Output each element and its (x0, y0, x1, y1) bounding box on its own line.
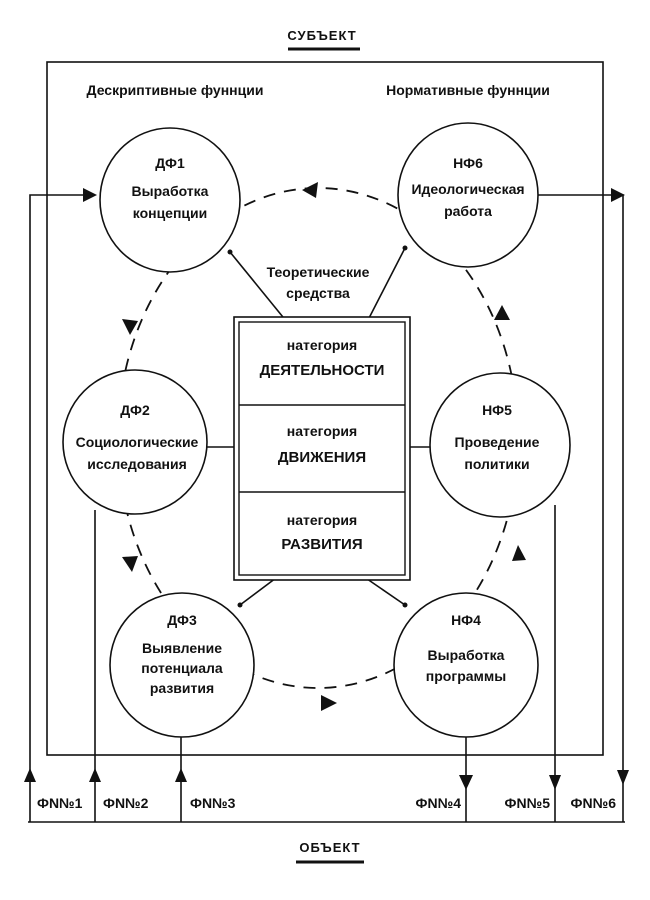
category-2-name: ДВИЖЕНИЯ (278, 449, 366, 466)
node-df2: ДФ2 Социологические исследования (62, 369, 208, 515)
cycle-arrow-left-lower (122, 556, 138, 572)
subject-label: СУБЪЕКТ (287, 28, 356, 43)
svg-text:развития: развития (150, 680, 214, 696)
descriptive-header: Дескриптивные фуннции (87, 82, 264, 98)
node-nf5: НФ5 Проведение политики (429, 372, 571, 518)
category-1-label: натегория (287, 337, 357, 353)
svg-text:ДФ1: ДФ1 (155, 155, 185, 171)
subject-frame (46, 61, 604, 756)
svg-text:потенциала: потенциала (141, 660, 223, 676)
flow-6-label: ФN№6 (571, 795, 617, 811)
flow-4-label: ФN№4 (416, 795, 462, 811)
svg-text:ДФ3: ДФ3 (167, 612, 197, 628)
connector-nf6 (366, 247, 406, 323)
category-1-name: ДЕЯТЕЛЬНОСТИ (260, 362, 385, 379)
flow-5-label: ФN№5 (505, 795, 551, 811)
svg-text:ДФ2: ДФ2 (120, 402, 150, 418)
svg-text:работа: работа (444, 203, 492, 219)
node-df3: ДФ3 Выявление потенциала развития (109, 592, 255, 738)
cycle-arrow-left-upper (122, 319, 138, 335)
theoretical-means-label-1: Теоретические (267, 264, 370, 280)
flow-6-line (535, 194, 624, 822)
svg-text:НФ6: НФ6 (453, 155, 483, 171)
categories-box (233, 316, 411, 581)
node-nf4: НФ4 Выработка программы (393, 592, 539, 738)
svg-text:Выявление: Выявление (142, 640, 222, 656)
svg-text:Выработка: Выработка (428, 647, 505, 663)
svg-text:программы: программы (426, 668, 506, 684)
category-3-label: натегория (287, 512, 357, 528)
category-3-name: РАЗВИТИЯ (281, 536, 362, 553)
svg-text:Идеологическая: Идеологическая (411, 181, 524, 197)
object-label: ОБЪЕКТ (299, 840, 360, 855)
svg-text:Проведение: Проведение (455, 434, 540, 450)
cycle-arrow-right-upper (494, 305, 510, 320)
flow-1-line (29, 194, 95, 822)
flow-1-label: ФN№1 (37, 795, 83, 811)
node-df1: ДФ1 Выработка концепции (99, 127, 241, 273)
svg-text:Социологические: Социологические (76, 434, 199, 450)
svg-text:НФ4: НФ4 (451, 612, 481, 628)
theoretical-means-label-2: средства (286, 285, 350, 301)
svg-text:исследования: исследования (87, 456, 187, 472)
cycle-arrow-right-lower (512, 545, 526, 561)
flow-3-label: ФN№3 (190, 795, 236, 811)
svg-text:Выработка: Выработка (132, 183, 209, 199)
svg-text:концепции: концепции (133, 205, 208, 221)
connector-df1 (229, 251, 288, 323)
cycle-arrow-bottom (321, 695, 337, 711)
normative-header: Нормативные фуннции (386, 82, 550, 98)
category-2-label: натегория (287, 423, 357, 439)
svg-text:политики: политики (464, 456, 529, 472)
flow-2-label: ФN№2 (103, 795, 149, 811)
svg-text:НФ5: НФ5 (482, 402, 512, 418)
node-nf6: НФ6 Идеологическая работа (397, 122, 539, 268)
cycle-arrow-top (302, 182, 318, 198)
